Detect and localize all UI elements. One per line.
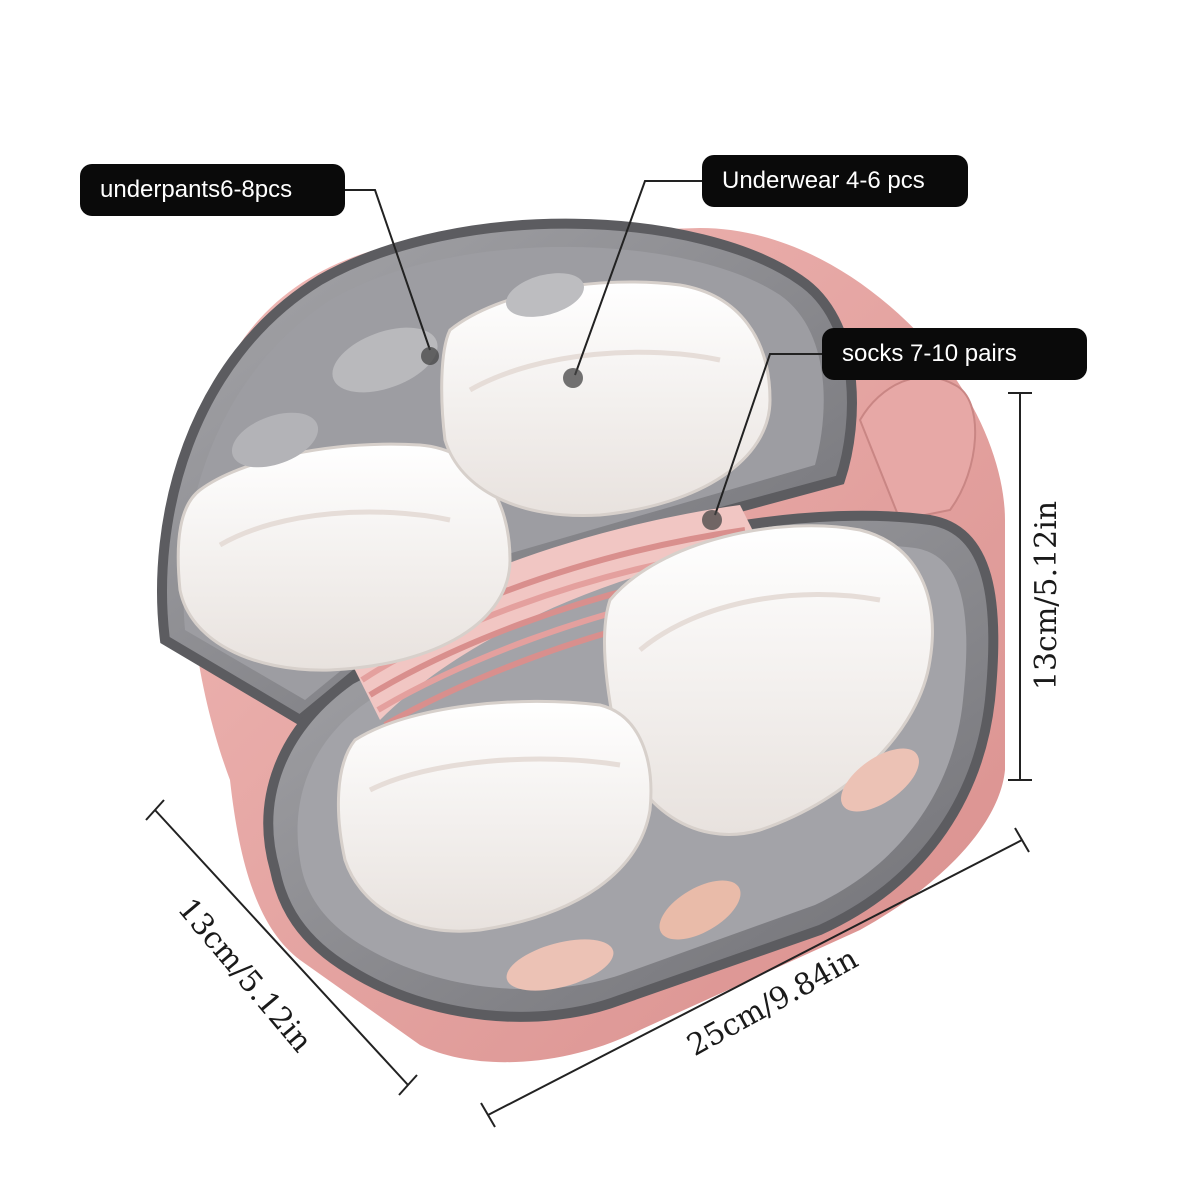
- underpants-rolls: [231, 273, 919, 991]
- callout-socks: socks 7-10 pairs: [822, 328, 1087, 380]
- callout-underwear: Underwear 4-6 pcs: [702, 155, 968, 207]
- dimension-height-label: 13cm/5.12in: [1029, 500, 1065, 691]
- bra-cups-upper: [176, 280, 772, 672]
- leader-markers: [421, 347, 722, 530]
- leader-lines: [345, 180, 822, 516]
- dimension-lines: [145, 392, 1032, 1128]
- bra-cups-lower: [336, 524, 934, 933]
- callout-underpants: underpants6-8pcs: [80, 164, 345, 216]
